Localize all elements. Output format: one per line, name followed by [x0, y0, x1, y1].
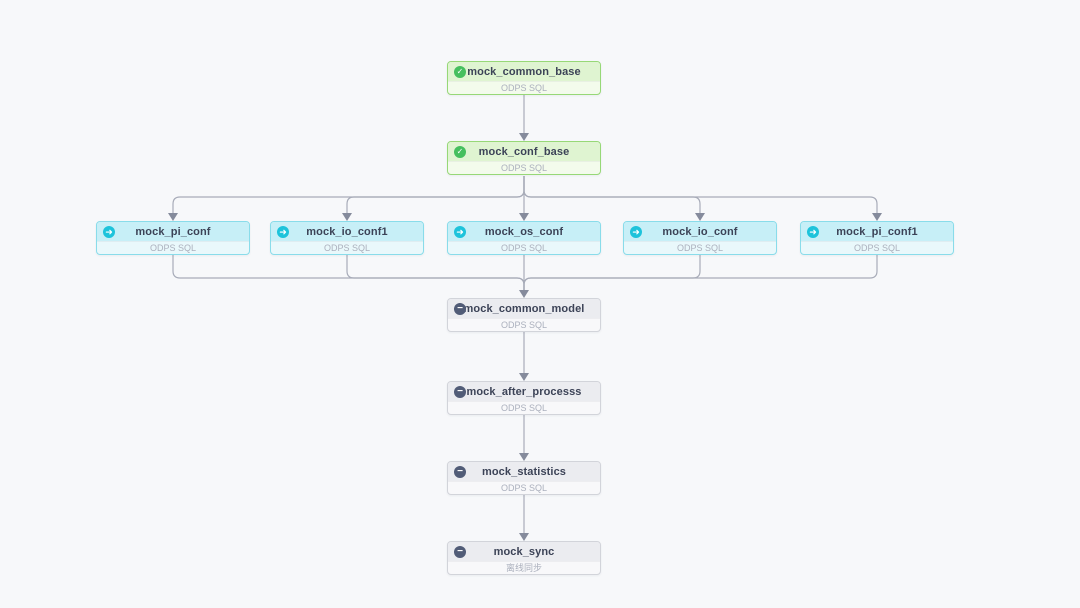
arrowhead: [519, 133, 529, 141]
arrowhead: [519, 290, 529, 298]
node-header: ✓ mock_common_base: [448, 62, 600, 81]
edge-conf_base-pi_conf1: [523, 176, 878, 213]
check-circle-icon: ✓: [454, 145, 466, 158]
node-header: ➜ mock_io_conf1: [271, 222, 423, 241]
node-mock-after-processs[interactable]: − mock_after_processs ODPS SQL: [447, 381, 601, 415]
minus-circle-icon: −: [454, 545, 466, 558]
node-type-label: ODPS SQL: [448, 318, 600, 331]
node-title: mock_io_conf1: [306, 225, 388, 238]
arrowhead: [872, 213, 882, 221]
node-type-label: ODPS SQL: [271, 241, 423, 254]
node-type-label: ODPS SQL: [448, 161, 600, 174]
node-title: mock_os_conf: [484, 225, 564, 238]
arrowhead: [695, 213, 705, 221]
node-mock-io-conf1[interactable]: ➜ mock_io_conf1 ODPS SQL: [270, 221, 424, 255]
node-header: − mock_common_model: [448, 299, 600, 318]
node-mock-common-model[interactable]: − mock_common_model ODPS SQL: [447, 298, 601, 332]
arrowhead: [168, 213, 178, 221]
node-title: mock_pi_conf1: [836, 225, 918, 238]
node-header: − mock_sync: [448, 542, 600, 561]
arrowhead: [519, 533, 529, 541]
node-header: ✓ mock_conf_base: [448, 142, 600, 161]
node-type-label: ODPS SQL: [624, 241, 776, 254]
node-title: mock_statistics: [481, 465, 567, 478]
node-title: mock_conf_base: [478, 145, 570, 158]
node-mock-statistics[interactable]: − mock_statistics ODPS SQL: [447, 461, 601, 495]
node-title: mock_common_base: [467, 65, 581, 78]
node-title: mock_pi_conf: [135, 225, 211, 238]
node-header: − mock_statistics: [448, 462, 600, 481]
minus-circle-icon: −: [454, 302, 466, 315]
node-mock-os-conf[interactable]: ➜ mock_os_conf ODPS SQL: [447, 221, 601, 255]
node-title: mock_common_model: [463, 302, 585, 315]
node-type-label: ODPS SQL: [97, 241, 249, 254]
node-mock-sync[interactable]: − mock_sync 离线同步: [447, 541, 601, 575]
minus-circle-icon: −: [454, 385, 466, 398]
running-arrow-circle-icon: ➜: [807, 225, 819, 238]
minus-circle-icon: −: [454, 465, 466, 478]
node-header: ➜ mock_os_conf: [448, 222, 600, 241]
node-mock-conf-base[interactable]: ✓ mock_conf_base ODPS SQL: [447, 141, 601, 175]
node-mock-io-conf[interactable]: ➜ mock_io_conf ODPS SQL: [623, 221, 777, 255]
arrowhead: [519, 453, 529, 461]
edge-pi_conf1-common_model: [523, 255, 878, 290]
node-header: ➜ mock_pi_conf: [97, 222, 249, 241]
edge-conf_base-io_conf: [523, 176, 701, 213]
node-type-label: ODPS SQL: [448, 241, 600, 254]
node-mock-common-base[interactable]: ✓ mock_common_base ODPS SQL: [447, 61, 601, 95]
node-title: mock_after_processs: [466, 385, 582, 398]
running-arrow-circle-icon: ➜: [630, 225, 642, 238]
node-mock-pi-conf[interactable]: ➜ mock_pi_conf ODPS SQL: [96, 221, 250, 255]
edge-io_conf-common_model: [523, 255, 701, 290]
running-arrow-circle-icon: ➜: [277, 225, 289, 238]
node-mock-pi-conf1[interactable]: ➜ mock_pi_conf1 ODPS SQL: [800, 221, 954, 255]
running-arrow-circle-icon: ➜: [103, 225, 115, 238]
running-arrow-circle-icon: ➜: [454, 225, 466, 238]
arrowhead: [342, 213, 352, 221]
node-header: ➜ mock_pi_conf1: [801, 222, 953, 241]
edge-pi_conf-common_model: [172, 255, 525, 290]
node-header: − mock_after_processs: [448, 382, 600, 401]
node-type-label: ODPS SQL: [448, 401, 600, 414]
node-title: mock_io_conf: [662, 225, 738, 238]
arrowhead: [519, 213, 529, 221]
edge-io_conf1-common_model: [346, 255, 525, 290]
node-type-label: ODPS SQL: [448, 81, 600, 94]
edge-conf_base-io_conf1: [346, 176, 525, 213]
edge-conf_base-pi_conf: [172, 176, 525, 213]
node-title: mock_sync: [493, 545, 555, 558]
arrowhead: [519, 373, 529, 381]
node-header: ➜ mock_io_conf: [624, 222, 776, 241]
node-type-label: ODPS SQL: [801, 241, 953, 254]
node-type-label: 离线同步: [448, 561, 600, 574]
check-circle-icon: ✓: [454, 65, 466, 78]
node-type-label: ODPS SQL: [448, 481, 600, 494]
